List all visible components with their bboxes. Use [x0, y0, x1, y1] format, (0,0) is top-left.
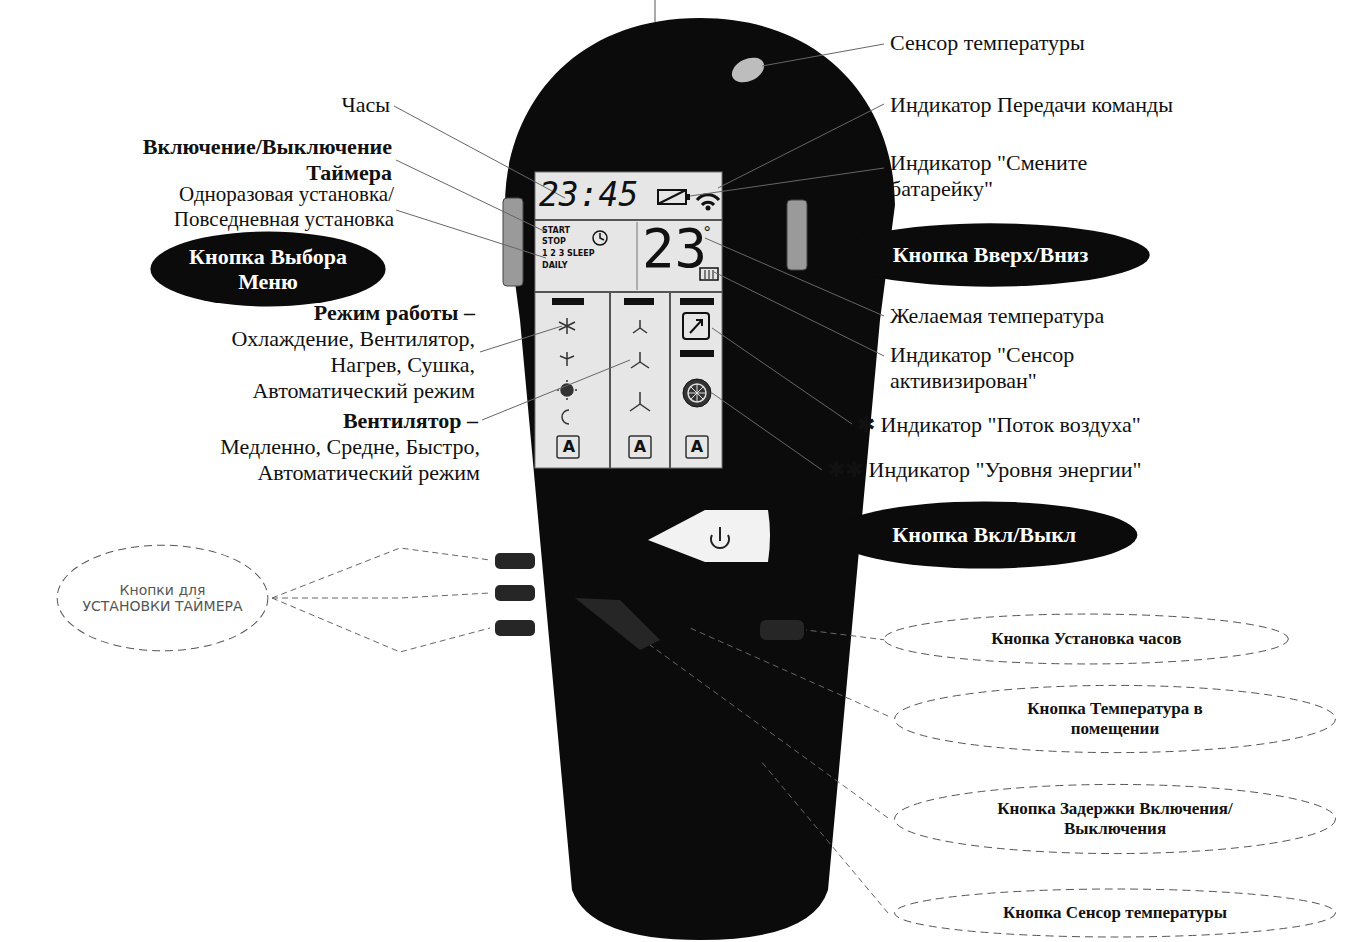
callout-label: Желаемая температура	[890, 303, 1290, 329]
dashed-callout: Кнопка Температура в помещении	[890, 684, 1340, 754]
lcd-text: START	[542, 227, 582, 235]
callout-text: Кнопка Вверх/Вниз	[861, 242, 1121, 267]
callout-label: ✱ Индикатор "Поток воздуха"	[857, 412, 1337, 438]
callout-text: Кнопка Задержки Включения/Выключения	[980, 799, 1250, 838]
callout-text: Кнопка Температура в помещении	[1000, 699, 1230, 738]
lcd-screen	[535, 172, 722, 468]
callout-label: Сенсор температуры	[890, 30, 1290, 56]
battery-icon	[658, 190, 686, 204]
signal-icon	[697, 195, 719, 205]
callout-label: ✱✱ Индикатор "Уровня энергии"	[827, 457, 1342, 483]
menu-side-button	[503, 198, 523, 286]
callout-label: Охлаждение, Вентилятор, Нагрев, Сушка, А…	[213, 326, 475, 404]
callout-label: Часы	[200, 92, 390, 118]
lcd-text: SLEEP	[567, 250, 607, 258]
temperature-sensor	[728, 53, 768, 87]
callout-text: Кнопка Установка часов	[921, 629, 1251, 649]
dashed-callout: Кнопка Установка часов	[880, 613, 1293, 665]
button-callout: Кнопка Выбора Меню	[148, 230, 388, 308]
lcd-text: A	[688, 437, 706, 456]
tick-line	[655, 0, 656, 22]
callout-label: Включение/Выключение Таймера	[100, 134, 392, 186]
lcd-text: °	[704, 224, 720, 240]
lcd-text: DAILY	[542, 262, 582, 270]
fan-icons	[629, 320, 651, 458]
button-callout: Кнопка Вкл/Выкл	[828, 500, 1141, 570]
remote-buttons	[495, 553, 804, 650]
callout-text: Кнопка Вкл/Выкл	[859, 522, 1109, 547]
callout-label: Режим работы –	[175, 300, 475, 326]
lcd-text: 23	[642, 222, 712, 276]
callout-label: Медленно, Средне, Быстро, Автоматический…	[150, 434, 480, 486]
dashed-callout: Кнопка Задержки Включения/Выключения	[890, 783, 1340, 855]
lcd-text: STOP	[542, 238, 582, 246]
callout-label: Индикатор Передачи команды	[890, 92, 1330, 118]
airflow-icon	[683, 313, 709, 339]
callout-label: Одноразовая установка/ Повседневная уста…	[104, 182, 394, 232]
callout-label: Вентилятор –	[198, 408, 478, 434]
callout-text: Кнопки для УСТАНОВКИ ТАЙМЕРА	[83, 582, 243, 614]
lcd-text: 23:45	[539, 176, 654, 215]
lcd-text: A	[631, 437, 649, 456]
dashed-callout: Кнопка Сенсор температуры	[890, 888, 1340, 938]
callout-label: Индикатор "Смените батарейку"	[890, 150, 1152, 202]
callout-text: Кнопка Выбора Меню	[178, 244, 358, 295]
updown-side-button	[787, 200, 807, 270]
button-callout: Кнопка Вверх/Вниз	[828, 222, 1153, 288]
callout-text: Кнопка Сенсор температуры	[950, 903, 1280, 923]
callout-label: Индикатор "Сенсор активизирован"	[890, 342, 1152, 394]
dashed-callout: Кнопки для УСТАНОВКИ ТАЙМЕРА	[55, 543, 270, 653]
power-button	[648, 510, 770, 562]
clock-icon	[593, 231, 607, 245]
energy-icon	[683, 379, 711, 407]
lcd-text: A	[560, 437, 578, 456]
